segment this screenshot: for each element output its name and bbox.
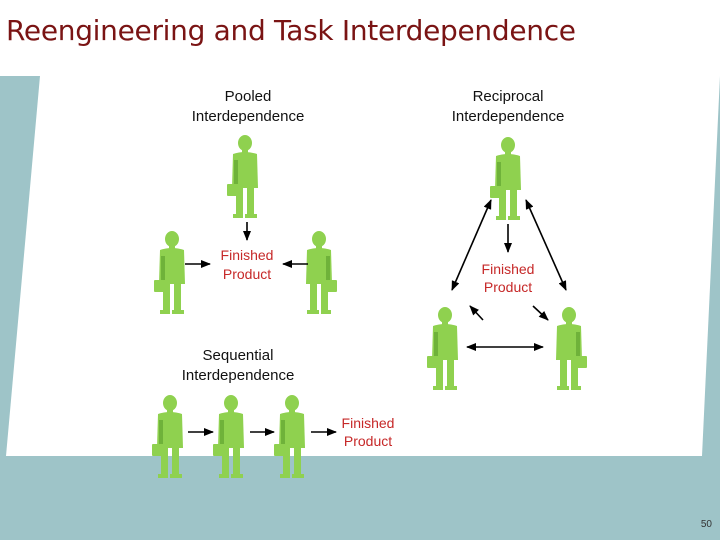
reciprocal-person-top — [490, 137, 521, 220]
pooled-title-line2: Interdependence — [192, 108, 305, 125]
sequential-finished-line2: Product — [344, 433, 392, 449]
pooled-title-line1: Pooled — [225, 88, 272, 105]
sequential-title-line1: Sequential — [203, 347, 274, 364]
reciprocal-arrow-to-left-person — [469, 305, 484, 321]
sequential-person-3 — [274, 395, 305, 478]
sequential-title-line2: Interdependence — [182, 367, 295, 384]
sequential-person-1 — [152, 395, 183, 478]
pooled-finished-line1: Finished — [221, 247, 274, 263]
page-number: 50 — [700, 519, 712, 530]
slide-title: Reengineering and Task Interdependence — [6, 14, 576, 47]
sequential-person-2 — [213, 395, 244, 478]
pooled-person-right — [306, 231, 337, 314]
reciprocal-arrow-top-left — [451, 199, 492, 291]
reciprocal-finished-line2: Product — [484, 279, 532, 295]
reciprocal-finished-line1: Finished — [482, 261, 535, 277]
reciprocal-title-line1: Reciprocal — [473, 88, 544, 105]
reciprocal-arrow-to-right-person — [532, 305, 549, 321]
pooled-finished-line2: Product — [223, 266, 271, 282]
title-bar: Reengineering and Task Interdependence — [0, 0, 720, 76]
reciprocal-title-line2: Interdependence — [452, 108, 565, 125]
white-panel — [6, 76, 720, 456]
pooled-person-top — [227, 135, 258, 218]
pooled-person-left — [154, 231, 185, 314]
sequential-finished-line1: Finished — [342, 415, 395, 431]
reciprocal-person-left — [427, 307, 458, 390]
reciprocal-arrow-top-right — [525, 199, 567, 291]
reciprocal-person-right — [556, 307, 587, 390]
